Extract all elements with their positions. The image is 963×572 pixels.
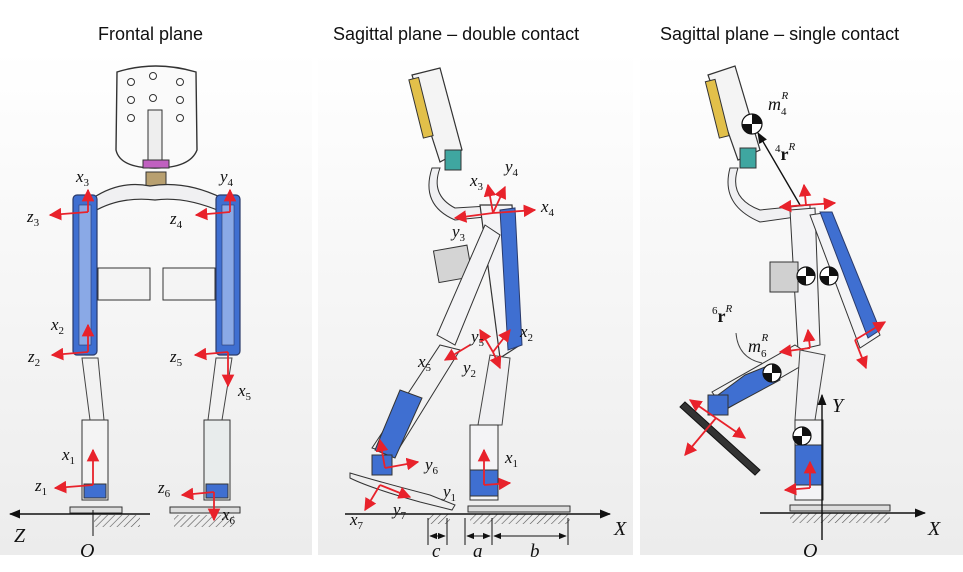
arrow-z2 bbox=[50, 347, 89, 361]
label-z5: z5 bbox=[169, 347, 183, 369]
arrow-s-hip-right bbox=[805, 197, 837, 211]
arrow-z5 bbox=[193, 347, 229, 361]
arrow-d-x2 bbox=[492, 329, 511, 353]
right-thigh-cuff bbox=[162, 267, 216, 301]
arrow-s-knee3 bbox=[778, 344, 811, 357]
label-z3: z3 bbox=[26, 207, 40, 229]
single-ground-hatch bbox=[790, 513, 890, 523]
frontal-frame-arrows bbox=[48, 188, 237, 522]
frontal-exoskeleton bbox=[69, 65, 241, 527]
label-dim-a: a bbox=[473, 541, 483, 562]
label-y4: y4 bbox=[218, 167, 234, 189]
label-d-y1: y1 bbox=[441, 482, 456, 504]
arrow-d-y6b bbox=[375, 438, 389, 469]
label-s-Y-axis: Y bbox=[832, 395, 845, 417]
arrow-z1 bbox=[53, 480, 94, 494]
arrow-d-y2 bbox=[489, 351, 502, 370]
arrow-s-hip-up bbox=[798, 183, 812, 206]
label-r6: 6rR bbox=[712, 303, 733, 326]
label-d-x2: x2 bbox=[519, 322, 533, 344]
label-d-X-axis: X bbox=[613, 518, 627, 540]
arrow-s-knee1 bbox=[854, 321, 887, 341]
label-x2: x2 bbox=[50, 315, 64, 337]
sagittal-single-title: Sagittal plane – single contact bbox=[660, 24, 900, 44]
label-d-x4: x4 bbox=[540, 197, 555, 219]
ground-hatch-left bbox=[94, 515, 140, 527]
label-d-y5: y5 bbox=[469, 327, 485, 349]
left-thigh-cuff bbox=[97, 267, 151, 301]
arrow-d-y5 bbox=[479, 328, 494, 353]
label-Z-axis: Z bbox=[14, 525, 26, 547]
right-foot bbox=[169, 506, 241, 514]
label-d-y3: y3 bbox=[450, 222, 466, 244]
arrow-d-y6 bbox=[384, 457, 420, 471]
label-x3: x3 bbox=[75, 167, 90, 189]
arrow-s-knee4 bbox=[802, 328, 816, 349]
sagittal-double-title: Sagittal plane – double contact bbox=[333, 24, 580, 44]
label-z6: z6 bbox=[157, 478, 171, 500]
arrow-s-hip-left bbox=[778, 199, 807, 213]
double-swing-thigh bbox=[436, 224, 501, 346]
arrow-d-y4 bbox=[492, 185, 506, 214]
single-frame-arrows bbox=[684, 183, 887, 496]
double-stance-shank bbox=[477, 354, 511, 426]
label-x1: x1 bbox=[61, 445, 75, 467]
leader-r6 bbox=[735, 332, 763, 364]
arrow-z3 bbox=[48, 207, 89, 221]
arrow-s-foot2 bbox=[783, 482, 811, 496]
arrow-s-ankle2 bbox=[715, 417, 747, 439]
com-markers bbox=[741, 113, 839, 446]
arrow-d-y7 bbox=[379, 484, 412, 499]
dimension-lines bbox=[427, 518, 569, 545]
arrow-d-y1 bbox=[483, 477, 512, 491]
label-r4: 4rR bbox=[775, 141, 796, 164]
single-exoskeleton bbox=[679, 65, 891, 523]
arrow-d-x3 bbox=[483, 183, 497, 214]
arrow-z6 bbox=[180, 487, 215, 501]
label-x5: x5 bbox=[237, 381, 252, 403]
single-stance-foot bbox=[789, 504, 891, 512]
label-s-X-axis: X bbox=[927, 518, 941, 540]
arrow-d-x5 bbox=[443, 344, 471, 361]
arrow-d-x7 bbox=[364, 484, 381, 512]
label-m4: m4R bbox=[768, 90, 789, 118]
arrow-s-ankle1 bbox=[684, 417, 717, 456]
com-marker-thigh-2 bbox=[819, 266, 839, 286]
label-d-x5: x5 bbox=[417, 352, 432, 374]
double-ground-hatch bbox=[470, 514, 570, 524]
com-marker-m6 bbox=[762, 363, 782, 383]
label-d-y4: y4 bbox=[503, 157, 519, 179]
label-d-y2: y2 bbox=[461, 358, 476, 380]
single-swing-foot bbox=[679, 401, 761, 476]
com-marker-m4 bbox=[741, 113, 763, 135]
arrow-d-y3 bbox=[453, 210, 494, 223]
label-d-y7: y7 bbox=[391, 500, 407, 522]
com-marker-thigh-1 bbox=[796, 266, 816, 286]
label-z4: z4 bbox=[169, 209, 183, 231]
label-origin-frontal: O bbox=[80, 540, 94, 562]
arrow-s-ankle3 bbox=[688, 399, 717, 419]
double-frame-arrows bbox=[364, 183, 537, 512]
label-d-x1: x1 bbox=[504, 448, 518, 470]
com-marker-shank bbox=[792, 426, 812, 446]
label-d-x3: x3 bbox=[469, 171, 484, 193]
arrow-s-knee2 bbox=[854, 339, 868, 370]
label-origin-single: O bbox=[803, 540, 817, 562]
label-dim-c: c bbox=[432, 541, 441, 562]
label-z2: z2 bbox=[27, 347, 40, 369]
frontal-plane-title: Frontal plane bbox=[98, 24, 204, 44]
label-d-x7: x7 bbox=[349, 510, 364, 532]
label-z1: z1 bbox=[34, 476, 47, 498]
double-stance-foot bbox=[467, 505, 571, 513]
vector-r4 bbox=[757, 132, 801, 206]
label-m6: m6R bbox=[748, 332, 769, 360]
label-x6: x6 bbox=[221, 505, 236, 527]
arrow-z4 bbox=[194, 207, 231, 221]
left-foot bbox=[69, 506, 123, 514]
label-dim-b: b bbox=[530, 541, 540, 562]
arrow-d-x4 bbox=[492, 204, 537, 218]
label-d-y6: y6 bbox=[423, 455, 439, 477]
